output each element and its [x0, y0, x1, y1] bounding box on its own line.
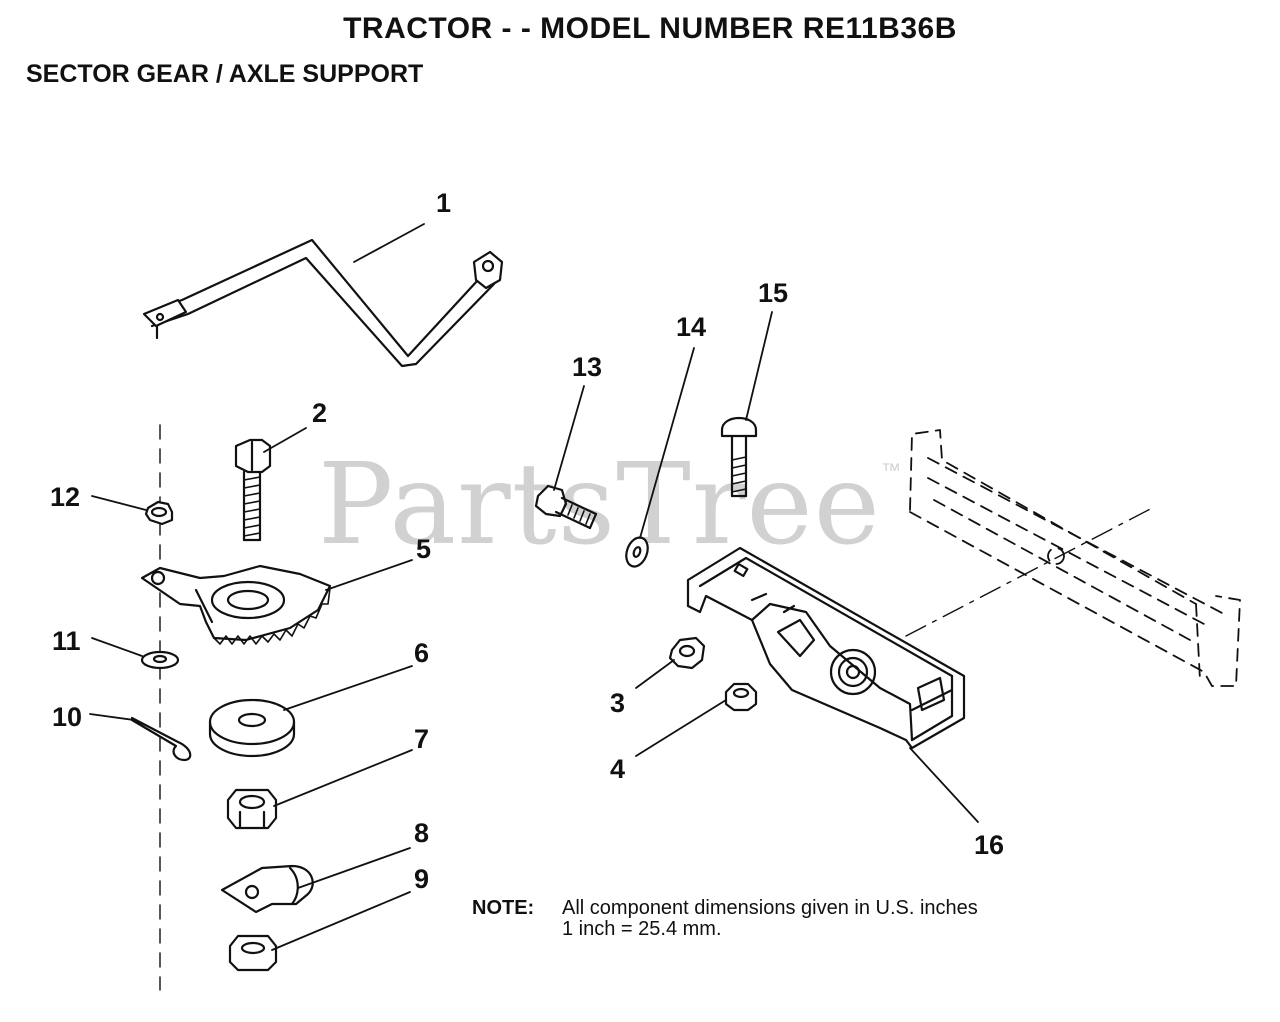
axle-to-bracket-centerline: [905, 505, 1157, 637]
note-label: NOTE:: [472, 897, 535, 919]
part-hex-nut-3: [668, 636, 706, 670]
watermark-logo: PartsTree™: [318, 440, 902, 570]
callout-6: 6: [414, 638, 429, 668]
note-line-1: All component dimensions given in U.S. i…: [562, 897, 978, 919]
part-hex-nut-4: [724, 682, 758, 712]
callout-3: 3: [610, 688, 625, 718]
dimension-note: NOTE: All component dimensions given in U…: [472, 898, 978, 940]
leader-lines: [89, 223, 979, 951]
trademark-mark: ™: [880, 460, 902, 482]
callout-5: 5: [416, 534, 431, 564]
part-hex-bolt: [534, 484, 598, 530]
part-flange-nut: [144, 500, 174, 526]
callout-4: 4: [610, 754, 625, 784]
part-large-washer: [208, 698, 296, 758]
diagram-title: TRACTOR - - MODEL NUMBER RE11B36B: [343, 12, 957, 45]
callout-labels: 1 2 12 5 11 6 10 7 8 9 13 14 15 3 4 16: [50, 188, 1004, 894]
part-hex-nut-lower: [226, 788, 278, 830]
callout-2: 2: [312, 398, 327, 428]
part-flat-washer: [140, 650, 180, 670]
note-body: All component dimensions given in U.S. i…: [562, 898, 978, 940]
front-axle-outline: [909, 429, 1241, 687]
part-clip: [220, 864, 314, 914]
callout-15: 15: [758, 278, 788, 308]
callout-11: 11: [52, 626, 81, 656]
part-axle-support: [686, 546, 966, 750]
note-line-2: 1 inch = 25.4 mm.: [562, 918, 722, 940]
callout-7: 7: [414, 724, 429, 754]
callout-14: 14: [676, 312, 706, 342]
callout-8: 8: [414, 818, 429, 848]
watermark-text: PartsTree: [318, 440, 881, 570]
callout-12: 12: [50, 482, 80, 512]
callout-13: 13: [572, 352, 602, 382]
callout-1: 1: [436, 188, 451, 218]
part-small-washer: [625, 536, 649, 568]
diagram-subtitle: SECTOR GEAR / AXLE SUPPORT: [26, 60, 424, 88]
part-drag-link: [142, 238, 504, 368]
part-sector-gear: [140, 564, 332, 645]
callout-10: 10: [52, 702, 82, 732]
callout-16: 16: [974, 830, 1004, 860]
part-carriage-bolt: [720, 417, 758, 498]
part-cotter-pin: [130, 716, 192, 762]
part-bolt: [234, 438, 272, 542]
callout-9: 9: [414, 864, 429, 894]
part-nut-bottom: [228, 934, 278, 972]
